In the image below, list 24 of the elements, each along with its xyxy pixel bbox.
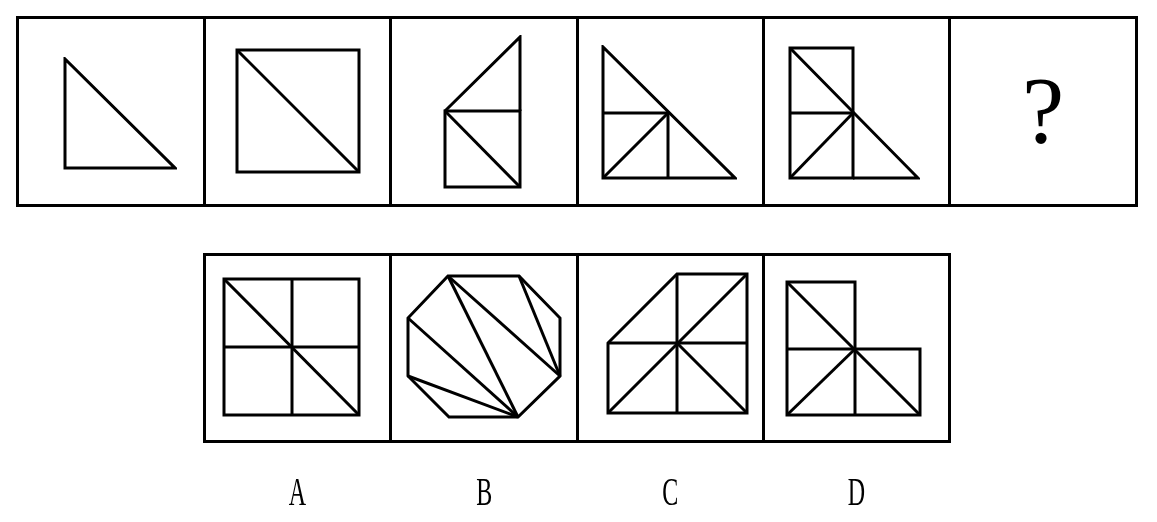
square-diagonal-figure (235, 48, 361, 174)
puzzle-cell (389, 16, 579, 207)
option-cell (762, 253, 951, 443)
puzzle-cell (762, 16, 951, 207)
triangle-square-figure (601, 45, 737, 180)
puzzle-cell (203, 16, 392, 207)
puzzle-cell (948, 16, 1138, 207)
option-cell (576, 253, 765, 443)
right-triangle-figure (63, 57, 177, 170)
divided-pentagon-figure (606, 272, 749, 415)
option-letter: D (847, 472, 866, 512)
question-mark: ? (1021, 64, 1065, 159)
puzzle-cell (16, 16, 206, 207)
option-cell (203, 253, 392, 443)
rectangle-triangle-figure (788, 46, 920, 180)
option-letter: B (476, 472, 492, 512)
square-triangle-figure (443, 35, 522, 189)
octagon-figure (406, 274, 562, 419)
option-letter: C (662, 472, 679, 512)
puzzle-cell (576, 16, 765, 207)
l-shape-figure (785, 280, 922, 417)
option-letter: A (288, 472, 307, 512)
divided-square-figure (222, 277, 361, 417)
option-cell (389, 253, 579, 443)
